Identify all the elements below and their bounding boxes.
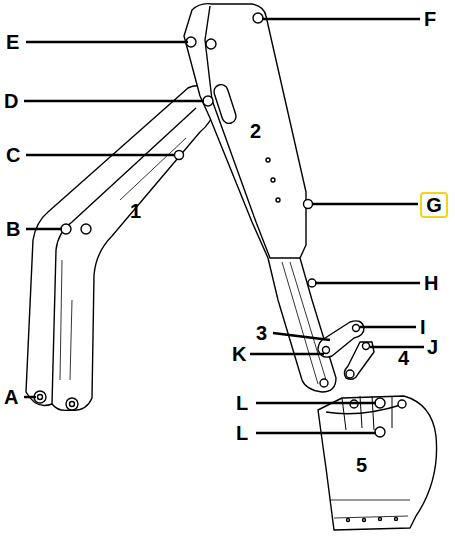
part-letter: B <box>6 218 20 240</box>
part-letter: C <box>6 144 20 166</box>
part-letter: K <box>232 343 246 365</box>
part-letter: J <box>427 336 438 358</box>
part-letter: E <box>6 31 19 53</box>
part-letter: L <box>236 422 248 444</box>
part-number: 5 <box>356 454 367 476</box>
part-number: 3 <box>256 322 267 344</box>
part-letter: A <box>4 386 18 408</box>
highlight-box: G <box>420 192 448 218</box>
part-letter: L <box>236 392 248 414</box>
part-number: 2 <box>250 120 261 142</box>
part-letter: G <box>422 194 446 216</box>
part-letter: H <box>424 272 438 294</box>
part-number: 4 <box>398 347 409 369</box>
part-letter: D <box>4 90 18 112</box>
leader-lines <box>24 19 424 433</box>
part-number: 1 <box>130 200 141 222</box>
part-letter: I <box>420 316 426 338</box>
part-letter: F <box>424 8 436 30</box>
